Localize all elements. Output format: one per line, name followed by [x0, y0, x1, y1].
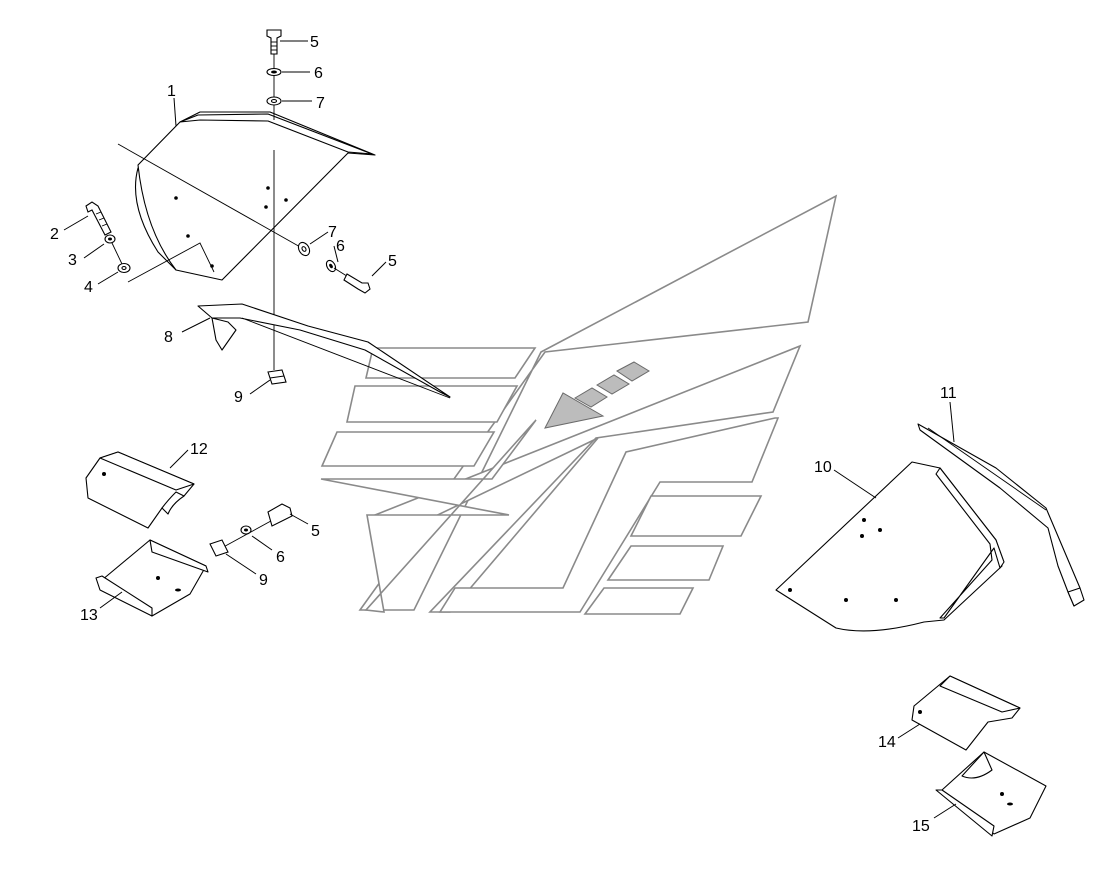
logo-stripe-3 [320, 431, 496, 467]
callout-10: 10 [814, 459, 832, 476]
panel-10-flange [935, 467, 1005, 619]
cover-15-floor [941, 751, 1047, 835]
logo-chevron-inner [438, 417, 780, 613]
bolt-5-right-icon [343, 273, 371, 294]
logo-top-band [358, 194, 838, 611]
callout-labels: 1 2 3 4 5 6 7 7 6 5 8 9 10 11 12 13 5 6 … [50, 34, 957, 835]
callout-6-lower: 6 [276, 549, 285, 566]
hardware-left-stack [85, 201, 215, 283]
part-15-lower-cover [935, 751, 1047, 837]
hardware-top-stack [266, 29, 282, 120]
callout-15: 15 [912, 818, 930, 835]
callout-11: 11 [940, 385, 957, 402]
leader-lines [63, 40, 957, 819]
strip-8-body [197, 303, 451, 398]
callout-9-lower: 9 [259, 572, 268, 589]
bolt-2-icon [85, 201, 112, 236]
cover-14-top [939, 675, 1021, 713]
part-8-trim-strip [197, 303, 451, 399]
callout-13: 13 [80, 607, 98, 624]
cover-13-wall [149, 539, 209, 573]
callout-6-right: 6 [336, 238, 345, 255]
part-12-cover [85, 451, 195, 529]
callout-4: 4 [84, 279, 93, 296]
logo-stripe-2 [346, 385, 519, 423]
cover-12-notch [161, 491, 185, 515]
logo-stripe-6 [583, 587, 695, 615]
logo-stripe-4 [629, 495, 763, 537]
part-14-cover [911, 675, 1021, 751]
callout-6-top: 6 [314, 65, 323, 82]
callout-7-right: 7 [328, 224, 337, 241]
callout-8: 8 [164, 329, 173, 346]
hardware-right-stack [297, 241, 371, 294]
panel-1-top-flange [179, 113, 373, 155]
callout-5-right: 5 [388, 253, 397, 270]
brand-logo-watermark [320, 194, 838, 615]
strip-11-tab [1067, 587, 1085, 607]
logo-arrow-head [544, 392, 605, 429]
cover-15-wall [961, 751, 993, 779]
clip-nut-9-lower-icon [209, 539, 229, 557]
callout-5-top: 5 [310, 34, 319, 51]
logo-arrow-dot-2 [596, 374, 630, 395]
strip-8-tab [211, 317, 237, 351]
panel-10-body [775, 461, 1003, 632]
part-11-trim-strip [917, 423, 1085, 607]
logo-chevron-outer [320, 419, 537, 613]
callout-2: 2 [50, 226, 59, 243]
callout-14: 14 [878, 734, 896, 751]
callout-5-lower: 5 [311, 523, 320, 540]
part-13-lower-cover [95, 539, 209, 617]
cover-12-top [99, 451, 195, 491]
panel-1-body [137, 111, 376, 281]
part-9-clip-nut-top [267, 369, 287, 385]
logo-arrow-dot-1 [573, 387, 608, 408]
callout-9-top: 9 [234, 389, 243, 406]
callout-1: 1 [167, 83, 176, 100]
cover-13-lip [95, 575, 153, 617]
logo-arrow-dot-3 [616, 361, 650, 382]
cover-15-lip [935, 789, 995, 837]
hardware-lower-stack [209, 503, 293, 557]
callout-12: 12 [190, 441, 208, 458]
callout-7-top: 7 [316, 95, 325, 112]
bolt-5-lower-icon [267, 503, 293, 527]
callout-3: 3 [68, 252, 77, 269]
part-1-side-panel [135, 111, 376, 281]
part-10-right-panel [775, 461, 1005, 632]
logo-stripe-5 [606, 545, 725, 581]
